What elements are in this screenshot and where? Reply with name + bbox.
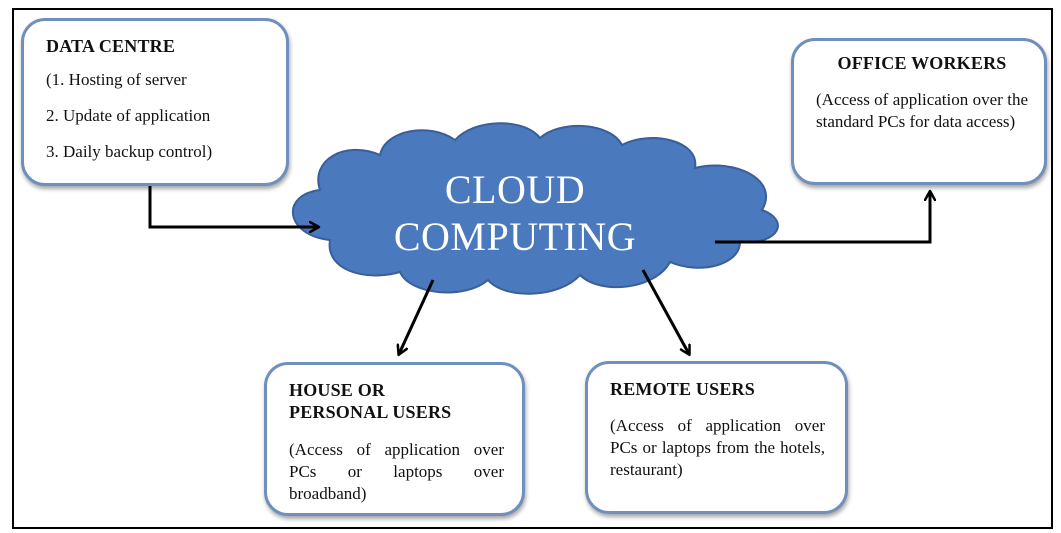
office-workers-description: (Access of application over the standard… bbox=[816, 90, 1028, 131]
data-centre-item: 3. Daily backup control) bbox=[46, 142, 213, 161]
cloud-label: CLOUD COMPUTING bbox=[330, 166, 700, 260]
data-centre-item: 2. Update of application bbox=[46, 106, 211, 125]
remote-users-title: REMOTE USERS bbox=[610, 379, 755, 399]
office-workers-title: OFFICE WORKERS bbox=[837, 53, 1007, 73]
remote-users-description: (Access of application over PCs or lapto… bbox=[610, 416, 825, 479]
house-personal-users-title: HOUSE OR PERSONAL USERS bbox=[289, 379, 504, 423]
arrow-cloud-to-remoteusers bbox=[641, 269, 689, 354]
arrow-cloud-to-officeworkers bbox=[715, 192, 930, 244]
house-personal-users-title-line2: PERSONAL USERS bbox=[289, 402, 452, 422]
office-workers-box: OFFICE WORKERS (Access of application ov… bbox=[791, 38, 1047, 185]
remote-users-box: REMOTE USERS (Access of application over… bbox=[585, 361, 848, 514]
cloud-shape bbox=[292, 122, 779, 295]
arrow-cloud-to-houseusers bbox=[399, 279, 435, 354]
arrow-datacentre-to-cloud bbox=[148, 186, 318, 227]
house-personal-users-box: HOUSE OR PERSONAL USERS (Access of appli… bbox=[264, 362, 525, 516]
house-personal-users-description: (Access of application over PCs or lapto… bbox=[289, 440, 504, 503]
cloud-label-line1: CLOUD bbox=[444, 167, 586, 212]
data-centre-title: DATA CENTRE bbox=[46, 36, 176, 56]
cloud-label-line2: COMPUTING bbox=[393, 214, 637, 259]
house-personal-users-title-line1: HOUSE OR bbox=[289, 380, 386, 400]
data-centre-box: DATA CENTRE (1. Hosting of server 2. Upd… bbox=[21, 18, 289, 186]
data-centre-item: (1. Hosting of server bbox=[46, 70, 187, 89]
